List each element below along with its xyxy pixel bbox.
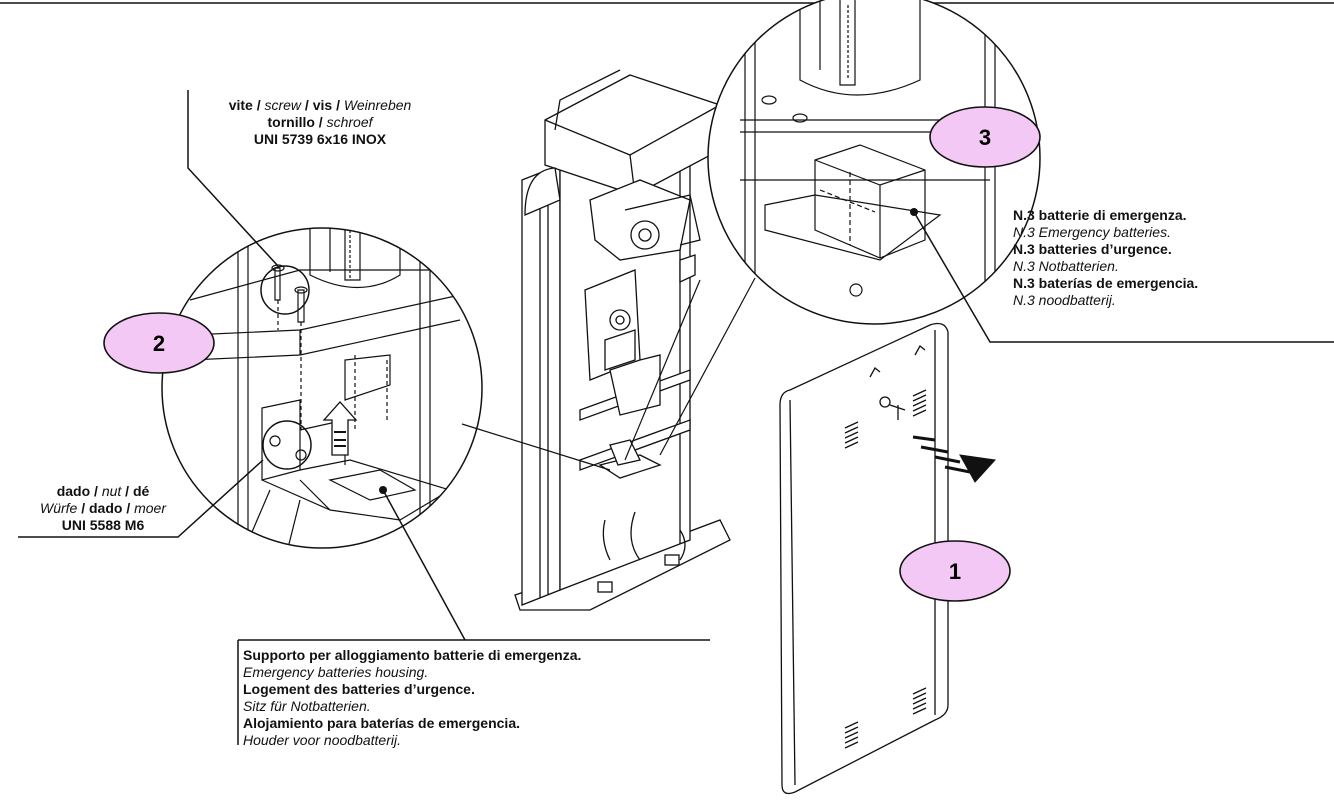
text-segment: / dé <box>121 483 150 499</box>
text-segment: nut <box>101 483 122 499</box>
step-2-number: 2 <box>153 331 165 356</box>
label-line: Supporto per alloggiamento batterie di e… <box>243 647 582 663</box>
screw-label-line1: vite / screw / vis / Weinreben <box>170 97 470 114</box>
step-1-number: 1 <box>949 559 961 584</box>
text-segment: tornillo / <box>267 114 327 130</box>
nut-leader-line <box>18 459 264 538</box>
text-segment: moer <box>134 500 167 516</box>
screw-label: vite / screw / vis / Weinreben tornillo … <box>170 97 470 148</box>
screw-label-line2: tornillo / schroef <box>170 114 470 131</box>
detail-circle-left <box>161 227 483 549</box>
label-line: N.3 noodbatterij. <box>1013 292 1116 308</box>
label-line: N.3 baterías de emergencia. <box>1013 275 1199 291</box>
label-line: Sitz für Notbatterien. <box>243 698 371 714</box>
screw-spec: UNI 5739 6x16 INOX <box>253 131 387 147</box>
step-3-number: 3 <box>979 125 991 150</box>
nut-label-line2: Würfe / dado / moer <box>18 500 188 517</box>
support-label: Supporto per alloggiamento batterie di e… <box>243 647 581 749</box>
nut-label: dado / nut / dé Würfe / dado / moer UNI … <box>18 483 188 534</box>
barrier-cabinet <box>514 69 731 611</box>
label-line: Logement des batteries d’urgence. <box>243 681 475 697</box>
text-segment: / dado / <box>77 500 135 516</box>
text-segment: schroef <box>326 114 373 130</box>
batteries-leader-line <box>913 211 1334 343</box>
text-segment: Weinreben <box>343 97 412 113</box>
label-line: N.3 batterie di emergenza. <box>1013 207 1187 223</box>
nut-spec: UNI 5588 M6 <box>61 517 145 533</box>
label-line: Houder voor noodbatterij. <box>243 732 401 748</box>
label-line: N.3 Emergency batteries. <box>1013 224 1171 240</box>
removal-arrow <box>912 435 997 483</box>
detail-pointer <box>461 423 611 471</box>
step-2-bubble <box>103 312 215 374</box>
text-segment: Würfe <box>39 500 78 516</box>
label-line: N.3 batteries d’urgence. <box>1013 241 1172 257</box>
support-leader-line <box>382 489 466 641</box>
batteries-label: N.3 batterie di emergenza.N.3 Emergency … <box>1013 207 1198 309</box>
label-line: N.3 Notbatterien. <box>1013 258 1119 274</box>
label-line: Alojamiento para baterías de emergencia. <box>243 715 520 731</box>
text-segment: vite / <box>228 97 265 113</box>
text-segment: / vis / <box>301 97 344 113</box>
detail-circle-right <box>707 0 1041 325</box>
front-cover-panel <box>779 322 949 795</box>
step-1-bubble <box>899 540 1011 602</box>
step-3-bubble <box>929 106 1041 168</box>
label-line: Emergency batteries housing. <box>243 664 429 680</box>
text-segment: screw <box>264 97 302 113</box>
nut-label-line1: dado / nut / dé <box>18 483 188 500</box>
screw-leader-line <box>187 90 279 267</box>
text-segment: dado / <box>56 483 102 499</box>
